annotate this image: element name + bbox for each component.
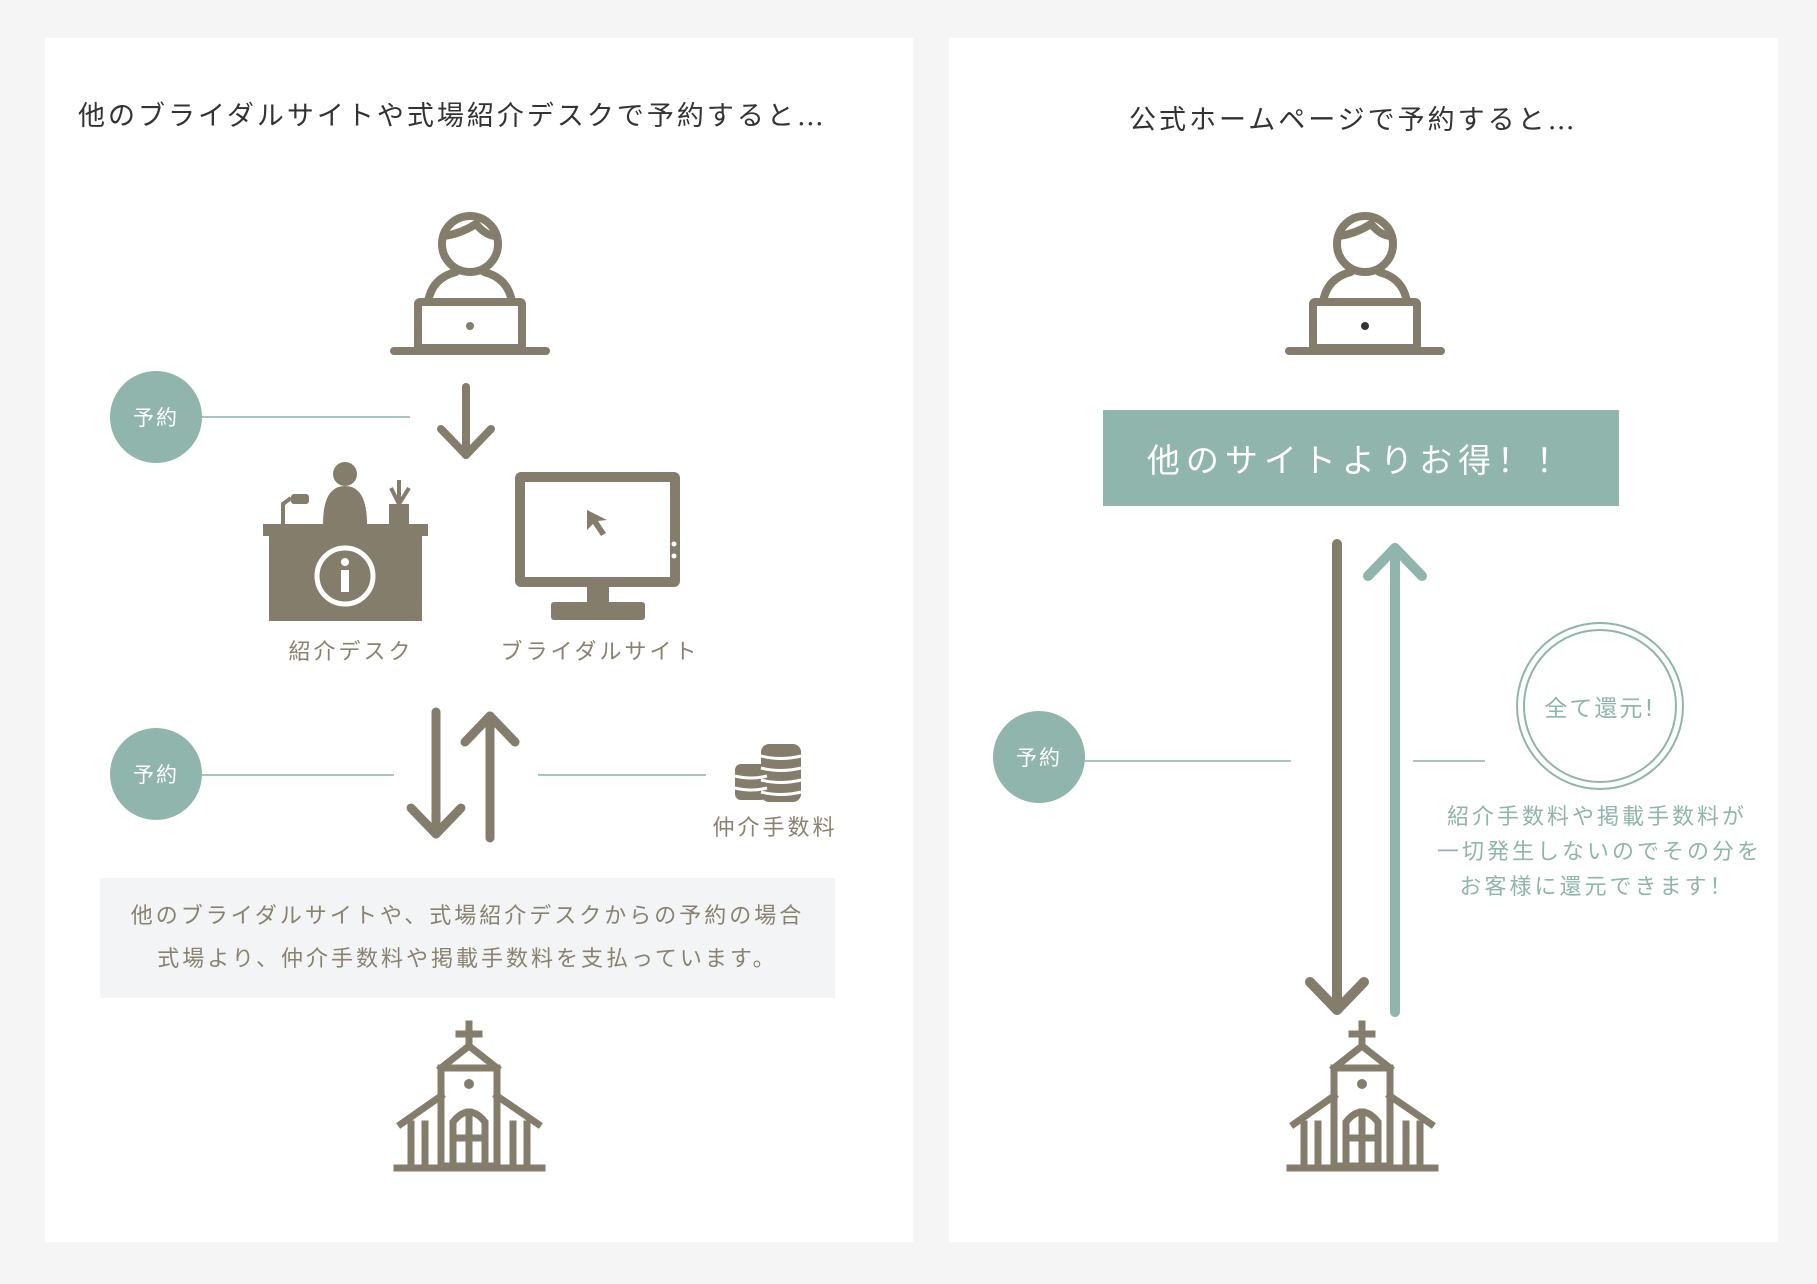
reception-desk-icon bbox=[263, 462, 428, 621]
benefit-banner: 他のサイトよりお得！！ bbox=[1103, 410, 1619, 506]
connector-line bbox=[202, 416, 410, 418]
down-arrow-icon bbox=[1305, 539, 1369, 1015]
left-panel: 他のブライダルサイトや式場紹介デスクで予約すると… 予約 bbox=[45, 38, 913, 1242]
refund-note: 紹介手数料や掲載手数料が 一切発生しないのでその分を お客様に還元できます！ bbox=[1437, 800, 1763, 905]
connector-line bbox=[1413, 760, 1485, 762]
right-panel-title: 公式ホームページで予約すると… bbox=[1129, 105, 1578, 136]
refund-ring bbox=[1516, 622, 1684, 790]
up-arrow-icon bbox=[1363, 543, 1427, 1017]
note-line: 式場より、仲介手数料や掲載手数料を支払っています。 bbox=[157, 947, 778, 972]
down-arrow-icon bbox=[437, 383, 495, 459]
refund-note-line: お客様に還元できます！ bbox=[1459, 875, 1735, 900]
desk-label: 紹介デスク bbox=[288, 640, 414, 665]
site-label: ブライダルサイト bbox=[500, 640, 700, 665]
church-icon bbox=[1286, 1020, 1439, 1172]
refund-note-line: 紹介手数料や掲載手数料が bbox=[1446, 805, 1747, 830]
connector-line bbox=[1085, 760, 1291, 762]
person-laptop-icon bbox=[1285, 212, 1445, 355]
connector-line bbox=[202, 774, 394, 776]
connector-line bbox=[538, 774, 706, 776]
reserve-badge: 予約 bbox=[110, 728, 202, 820]
note-line: 他のブライダルサイトや、式場紹介デスクからの予約の場合 bbox=[130, 904, 805, 929]
church-icon bbox=[393, 1020, 546, 1172]
reserve-badge: 予約 bbox=[110, 371, 202, 463]
monitor-cursor-icon bbox=[515, 472, 680, 620]
refund-badge: 全て還元! bbox=[1523, 629, 1677, 783]
refund-note-line: 一切発生しないのでその分を bbox=[1437, 840, 1763, 865]
coins-icon bbox=[734, 744, 802, 802]
fee-label: 仲介手数料 bbox=[712, 816, 838, 841]
right-panel: 公式ホームページで予約すると… 他のサイトよりお得！！ 予約 全て還元! 紹 bbox=[949, 38, 1778, 1242]
left-panel-title: 他のブライダルサイトや式場紹介デスクで予約すると… bbox=[78, 101, 827, 132]
note-box: 他のブライダルサイトや、式場紹介デスクからの予約の場合 式場より、仲介手数料や掲… bbox=[100, 878, 835, 998]
reserve-badge: 予約 bbox=[993, 711, 1085, 803]
up-down-arrows-icon bbox=[406, 707, 520, 843]
person-laptop-icon bbox=[390, 212, 550, 355]
